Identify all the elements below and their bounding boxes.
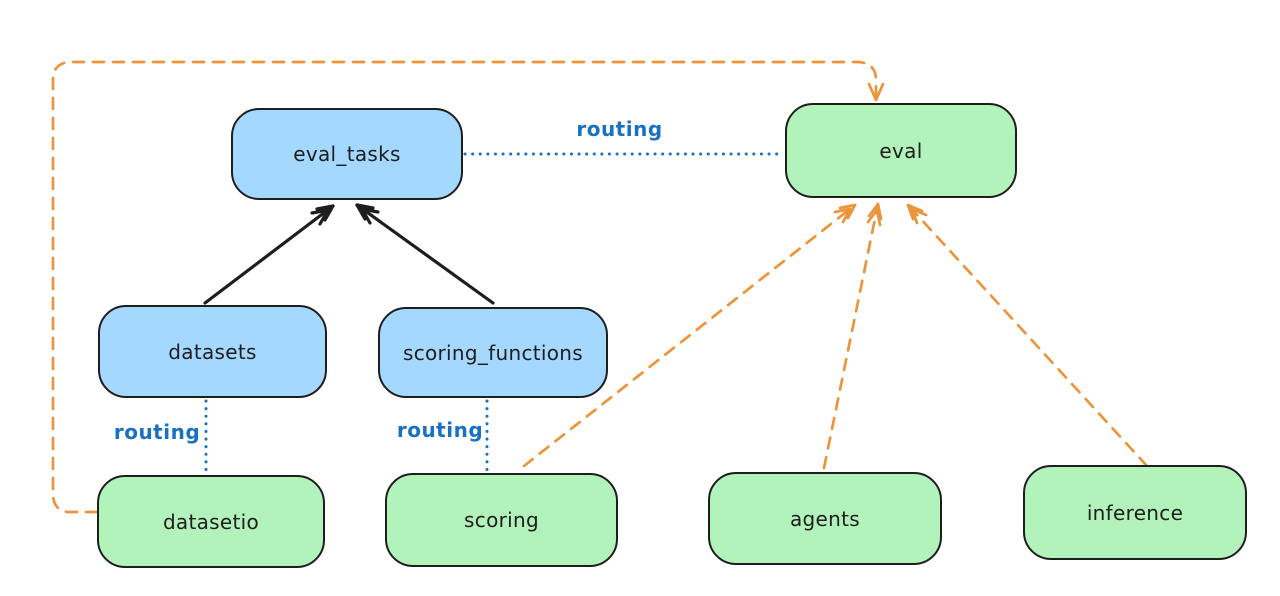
edge-inference-to-eval-arrowhead: [906, 203, 928, 225]
edge-scoring-to-eval-arrowhead: [833, 203, 857, 224]
node-datasets: datasets: [98, 305, 327, 398]
edge-datasets-to-eval-tasks-arrowhead: [310, 204, 335, 226]
node-inference: inference: [1023, 465, 1247, 560]
node-datasetio-label: datasetio: [162, 509, 260, 534]
edge-scoring-functions-to-eval-tasks-arrowhead: [355, 203, 380, 225]
routing-label-scoring-functions-scoring: routing: [396, 418, 484, 442]
node-agents-label: agents: [790, 506, 860, 531]
node-eval: eval: [785, 103, 1017, 198]
edge-inference-to-eval: [906, 203, 1149, 468]
node-scoring-functions: scoring_functions: [378, 307, 608, 398]
node-datasets-label: datasets: [168, 339, 257, 364]
routing-label-datasets-datasetio: routing: [113, 420, 201, 444]
node-eval-label: eval: [879, 138, 923, 163]
node-scoring-functions-label: scoring_functions: [402, 340, 584, 365]
node-eval-tasks-label: eval_tasks: [293, 142, 401, 166]
node-agents: agents: [708, 472, 942, 565]
node-scoring-label: scoring: [464, 508, 539, 532]
edge-agents-to-eval: [822, 202, 880, 470]
edge-datasetio-to-eval: [51, 60, 878, 514]
routing-label-eval-tasks-eval: routing: [576, 117, 663, 141]
node-inference-label: inference: [1086, 500, 1184, 525]
edge-datasetio-to-eval-arrowhead: [867, 82, 885, 102]
edge-datasets-to-eval-tasks: [203, 204, 335, 305]
node-datasetio: datasetio: [97, 475, 325, 568]
node-eval-tasks: eval_tasks: [231, 108, 463, 200]
edge-agents-to-eval-arrowhead: [866, 202, 883, 227]
node-scoring: scoring: [385, 473, 618, 567]
edge-scoring-functions-to-eval-tasks: [355, 203, 495, 305]
